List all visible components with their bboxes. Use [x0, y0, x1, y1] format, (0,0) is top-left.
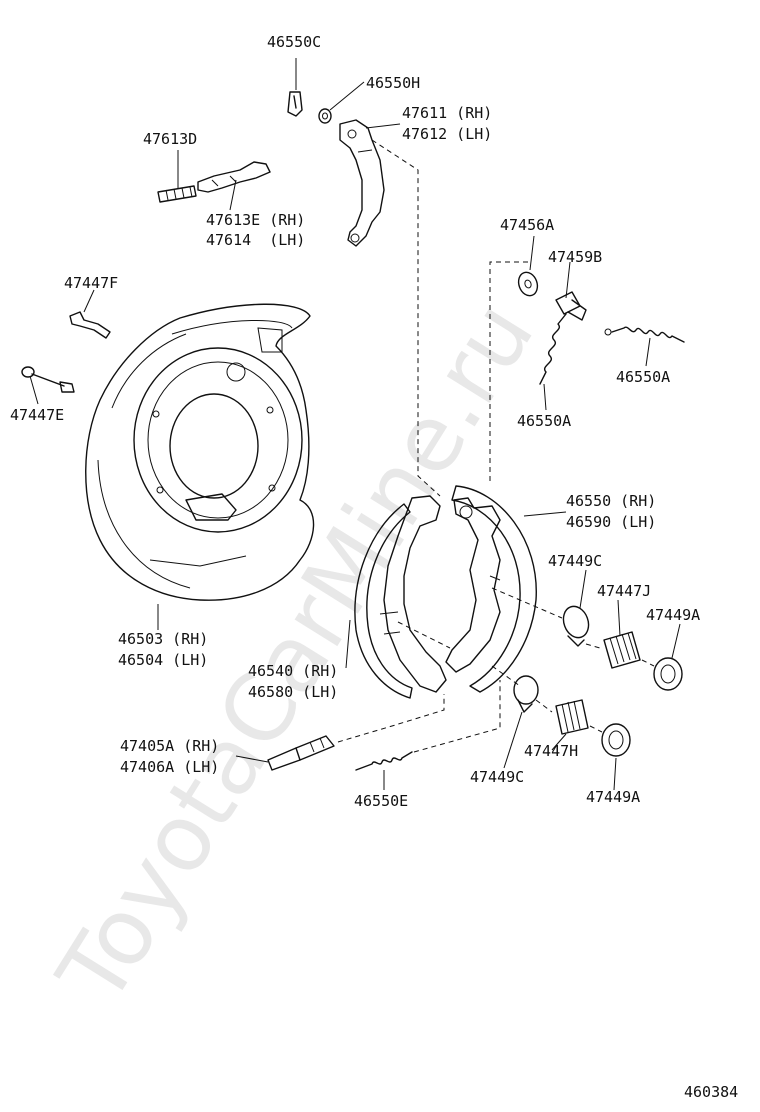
assembly-lines — [337, 139, 655, 753]
label-47447f[interactable]: 47447F — [64, 274, 118, 292]
washer-46550h[interactable] — [318, 108, 332, 124]
brake-shoe-46540[interactable] — [354, 495, 447, 699]
bolt-47459b[interactable] — [555, 291, 587, 321]
strut-47613e[interactable] — [197, 161, 271, 193]
label-46550h[interactable]: 46550H — [366, 74, 420, 92]
backing-plate-46503[interactable] — [85, 303, 315, 601]
spring-46550e[interactable] — [355, 751, 413, 771]
label-46590[interactable]: 46590 (LH) — [566, 513, 656, 531]
label-47406a[interactable]: 47406A (LH) — [120, 758, 219, 776]
label-46550a-2[interactable]: 46550A — [517, 412, 571, 430]
label-46550[interactable]: 46550 (RH) — [566, 492, 656, 510]
clip-46550c[interactable] — [287, 91, 303, 117]
label-47449a-2[interactable]: 47449A — [586, 788, 640, 806]
washer-47456a[interactable] — [515, 270, 540, 299]
spring-46550a-lower[interactable] — [539, 313, 567, 385]
cap-47449a-upper[interactable] — [653, 657, 683, 691]
pin-47405a[interactable] — [267, 735, 335, 771]
parking-brake-lever[interactable] — [339, 119, 385, 247]
brake-shoe-46550[interactable] — [445, 485, 537, 693]
spring-47447j[interactable] — [603, 631, 641, 669]
label-47614[interactable]: 47614 (LH) — [206, 231, 305, 249]
label-47405a[interactable]: 47405A (RH) — [120, 737, 219, 755]
watermark: ToyotaCarMine.ru — [37, 283, 554, 1022]
label-46550e[interactable]: 46550E — [354, 792, 408, 810]
label-47612[interactable]: 47612 (LH) — [402, 125, 492, 143]
cup-47449c-lower[interactable] — [513, 675, 539, 713]
diagram-code: 460384 — [684, 1083, 738, 1101]
label-47449a-1[interactable]: 47449A — [646, 606, 700, 624]
label-46550a-1[interactable]: 46550A — [616, 368, 670, 386]
label-47611[interactable]: 47611 (RH) — [402, 104, 492, 122]
label-46540[interactable]: 46540 (RH) — [248, 662, 338, 680]
label-47456a[interactable]: 47456A — [500, 216, 554, 234]
spring-47613d[interactable] — [157, 185, 197, 203]
label-47447h[interactable]: 47447H — [524, 742, 578, 760]
label-47613e[interactable]: 47613E (RH) — [206, 211, 305, 229]
part-labels: 46550C 46550H 47611 (RH) 47612 (LH) 4761… — [10, 33, 700, 810]
label-47447e[interactable]: 47447E — [10, 406, 64, 424]
label-47447j[interactable]: 47447J — [597, 582, 651, 600]
cap-47449a-lower[interactable] — [601, 723, 631, 757]
pin-47447e[interactable] — [21, 366, 75, 393]
label-47613d[interactable]: 47613D — [143, 130, 197, 148]
label-47449c-1[interactable]: 47449C — [548, 552, 602, 570]
label-47449c-2[interactable]: 47449C — [470, 768, 524, 786]
leader-lines — [29, 58, 681, 791]
spring-47447h[interactable] — [555, 699, 589, 735]
cup-47449c-upper[interactable] — [559, 603, 592, 647]
label-46504[interactable]: 46504 (LH) — [118, 651, 208, 669]
label-47459b[interactable]: 47459B — [548, 248, 602, 266]
label-46550c[interactable]: 46550C — [267, 33, 321, 51]
label-46503[interactable]: 46503 (RH) — [118, 630, 208, 648]
clip-47447f[interactable] — [69, 311, 111, 339]
spring-46550a-upper[interactable] — [604, 326, 685, 343]
label-46580[interactable]: 46580 (LH) — [248, 683, 338, 701]
